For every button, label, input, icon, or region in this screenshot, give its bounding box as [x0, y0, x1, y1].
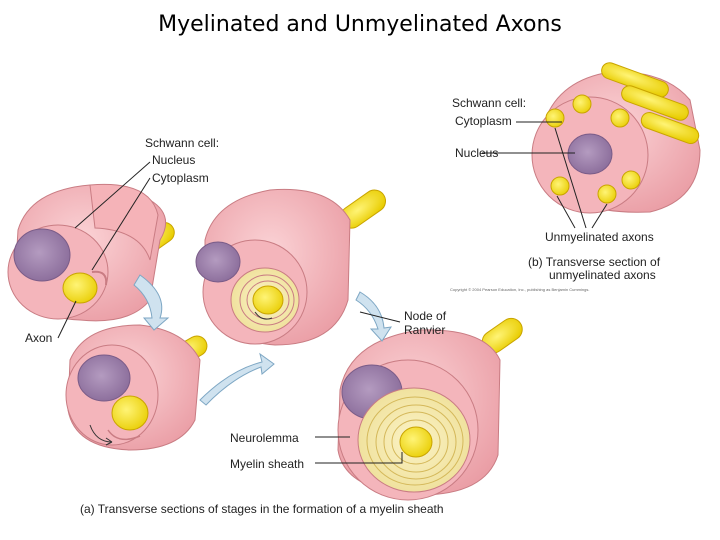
label-axon: Axon [25, 331, 53, 345]
label-schwann-cell: Schwann cell: [145, 136, 220, 150]
caption-b-line1: (b) Transverse section of [528, 255, 661, 269]
label-unmyelinated-axons: Unmyelinated axons [545, 230, 654, 244]
unmyelinated-cell [531, 62, 701, 214]
caption-b-line2: unmyelinated axons [549, 268, 656, 282]
label-myelin-sheath: Myelin sheath [230, 457, 305, 471]
label-neurolemma: Neurolemma [230, 431, 299, 445]
label-node-of-ranvier-line1: Node of [404, 309, 447, 323]
leader-lines [57, 121, 608, 464]
caption-a: (a) Transverse sections of stages in the… [80, 502, 444, 516]
stage-1-cell [7, 183, 175, 322]
label-cytoplasm: Cytoplasm [152, 171, 209, 185]
label-nucleus-b: Nucleus [455, 146, 499, 160]
label-node-of-ranvier-line2: Ranvier [404, 323, 446, 337]
label-schwann-cell-b: Schwann cell: [452, 96, 527, 110]
slide-title: Myelinated and Unmyelinated Axons [158, 12, 562, 37]
label-nucleus: Nucleus [152, 153, 196, 167]
stage-3-cell [195, 188, 386, 346]
label-cytoplasm-b: Cytoplasm [455, 114, 512, 128]
process-arrows [133, 274, 393, 406]
copyright-notice: Copyright © 2004 Pearson Education, Inc.… [450, 287, 590, 292]
stage-2-cell [65, 324, 208, 451]
stage-4-cell [337, 317, 523, 501]
